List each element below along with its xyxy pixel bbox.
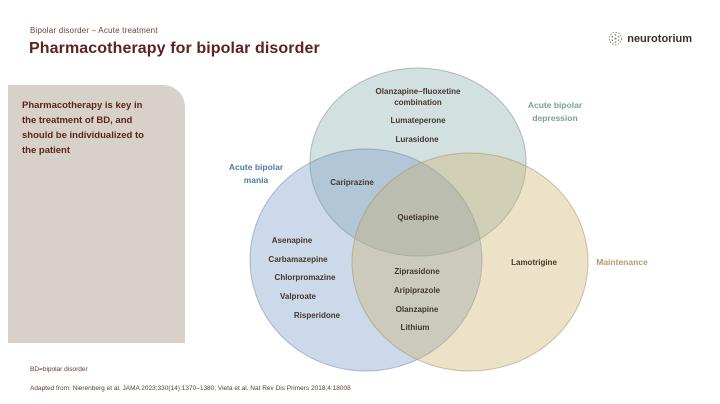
venn-circle-maintenance — [351, 152, 589, 372]
venn-item-risperidone: Risperidone — [293, 311, 341, 320]
label-acute-bipolar-depression: Acute bipolar depression — [527, 100, 583, 123]
venn-item-lurasidone: Lurasidone — [395, 135, 439, 144]
venn-item-carbamazepine: Carbamazepine — [268, 255, 328, 264]
brain-logo-icon — [608, 31, 623, 46]
venn-item-ziprasidone: Ziprasidone — [394, 267, 440, 276]
venn-item-cariprazine: Cariprazine — [330, 178, 374, 187]
venn-item-olanzapine: Olanzapine — [395, 305, 439, 314]
venn-item-lamotrigine: Lamotrigine — [511, 258, 557, 267]
key-message-panel: Pharmacotherapy is key in the treatment … — [8, 85, 185, 343]
venn-item-lumateperone: Lumateperone — [390, 116, 446, 125]
breadcrumb: Bipolar disorder – Acute treatment — [30, 26, 158, 35]
venn-item-olanzapine-fluoxetine: Olanzapine–fluoxetine combination — [375, 87, 461, 107]
logo-text: neurotorium — [627, 32, 692, 45]
abbreviation-footnote: BD=bipolar disorder — [30, 366, 88, 373]
key-message-text: Pharmacotherapy is key in the treatment … — [22, 100, 144, 156]
page-title: Pharmacotherapy for bipolar disorder — [29, 40, 320, 57]
venn-item-lithium: Lithium — [400, 323, 430, 332]
venn-item-valproate: Valproate — [279, 292, 317, 301]
venn-item-asenapine: Asenapine — [271, 236, 313, 245]
venn-item-aripiprazole: Aripiprazole — [393, 286, 441, 295]
neurotorium-logo: neurotorium — [608, 31, 692, 46]
citation-footnote: Adapted from: Nierenberg et al. JAMA 202… — [30, 385, 351, 392]
label-maintenance: Maintenance — [596, 257, 648, 267]
venn-circle-mania — [249, 148, 483, 372]
venn-circle-depression — [309, 67, 527, 257]
venn-item-quetiapine: Quetiapine — [397, 213, 439, 222]
label-acute-bipolar-mania: Acute bipolar mania — [228, 162, 284, 185]
venn-item-chlorpromazine: Chlorpromazine — [274, 273, 336, 282]
